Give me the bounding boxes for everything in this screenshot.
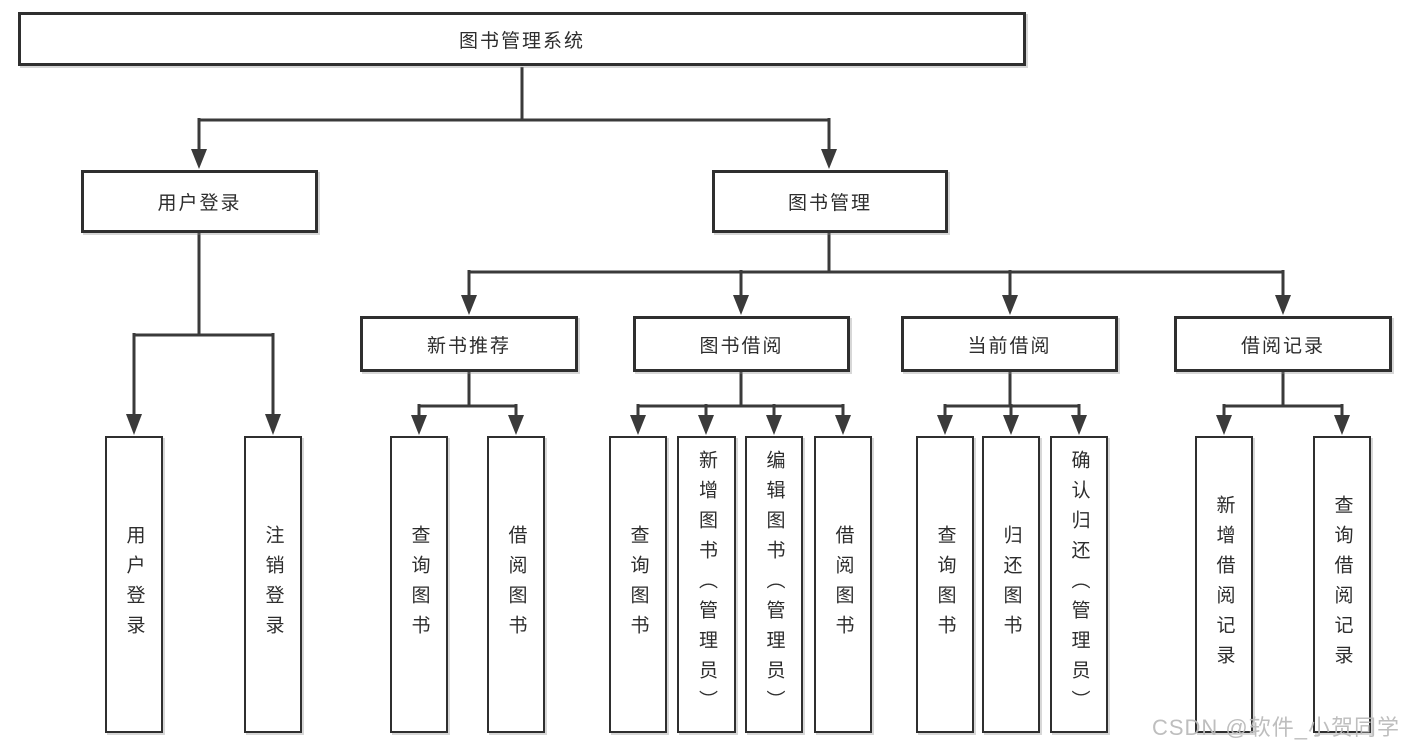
connector-current-children (937, 372, 1087, 435)
node-root-label: 图书管理系统 (458, 30, 585, 52)
node-root: 图书管理系统 (18, 12, 1026, 66)
leaf-logout: 注销登录 (244, 436, 302, 733)
node-borrow-records: 借阅记录 (1174, 316, 1392, 372)
leaf-add-book-admin-label: 新增图书（管理员） (696, 449, 717, 720)
connector-root-to-level2 (191, 67, 837, 169)
leaf-recommend-query-book: 查询图书 (390, 436, 448, 733)
leaf-recommend-borrow-book: 借阅图书 (487, 436, 545, 733)
leaf-add-borrow-record: 新增借阅记录 (1195, 436, 1253, 733)
node-new-book-recommend-label: 新书推荐 (426, 335, 511, 357)
leaf-user-login-label: 用户登录 (123, 524, 145, 645)
connector-records-children (1216, 372, 1350, 435)
leaf-edit-book-admin-label: 编辑图书（管理员） (763, 449, 785, 720)
connector-borrow-children (630, 372, 851, 435)
leaf-query-borrow-record: 查询借阅记录 (1313, 436, 1371, 733)
leaf-borrow-book-label: 借阅图书 (832, 524, 854, 645)
csdn-watermark: CSDN @软件_小贺同学 (1151, 715, 1400, 740)
leaf-borrow-query-book: 查询图书 (609, 436, 667, 733)
node-user-login: 用户登录 (81, 170, 318, 233)
leaf-user-login: 用户登录 (105, 436, 163, 733)
node-current-borrow: 当前借阅 (901, 316, 1118, 372)
leaf-add-book-admin: 新增图书（管理员） (677, 436, 736, 733)
node-book-borrow: 图书借阅 (633, 316, 850, 372)
node-book-management: 图书管理 (712, 170, 948, 233)
leaf-edit-book-admin: 编辑图书（管理员） (745, 436, 803, 733)
leaf-confirm-return-admin-label: 确认归还（管理员） (1068, 449, 1090, 720)
leaf-query-borrow-record-label: 查询借阅记录 (1331, 494, 1353, 675)
leaf-add-borrow-record-label: 新增借阅记录 (1213, 494, 1235, 675)
leaf-current-query-book: 查询图书 (916, 436, 974, 733)
leaf-borrow-book: 借阅图书 (814, 436, 872, 733)
connector-book-management-sections (461, 233, 1291, 315)
leaf-current-query-book-label: 查询图书 (934, 524, 956, 645)
node-user-login-label: 用户登录 (157, 193, 242, 214)
node-book-management-label: 图书管理 (787, 193, 872, 214)
node-new-book-recommend: 新书推荐 (360, 316, 578, 372)
leaf-confirm-return-admin: 确认归还（管理员） (1050, 436, 1108, 733)
node-borrow-records-label: 借阅记录 (1240, 335, 1325, 357)
leaf-return-book-label: 归还图书 (1000, 524, 1022, 645)
node-book-borrow-label: 图书借阅 (699, 335, 784, 357)
leaf-borrow-query-book-label: 查询图书 (627, 524, 649, 645)
node-current-borrow-label: 当前借阅 (967, 335, 1052, 357)
connector-recommend-children (411, 372, 524, 435)
leaf-recommend-borrow-book-label: 借阅图书 (505, 524, 527, 645)
leaf-recommend-query-book-label: 查询图书 (408, 524, 430, 645)
leaf-return-book: 归还图书 (982, 436, 1040, 733)
leaf-logout-label: 注销登录 (262, 524, 284, 645)
connector-user-login-children (126, 233, 281, 435)
